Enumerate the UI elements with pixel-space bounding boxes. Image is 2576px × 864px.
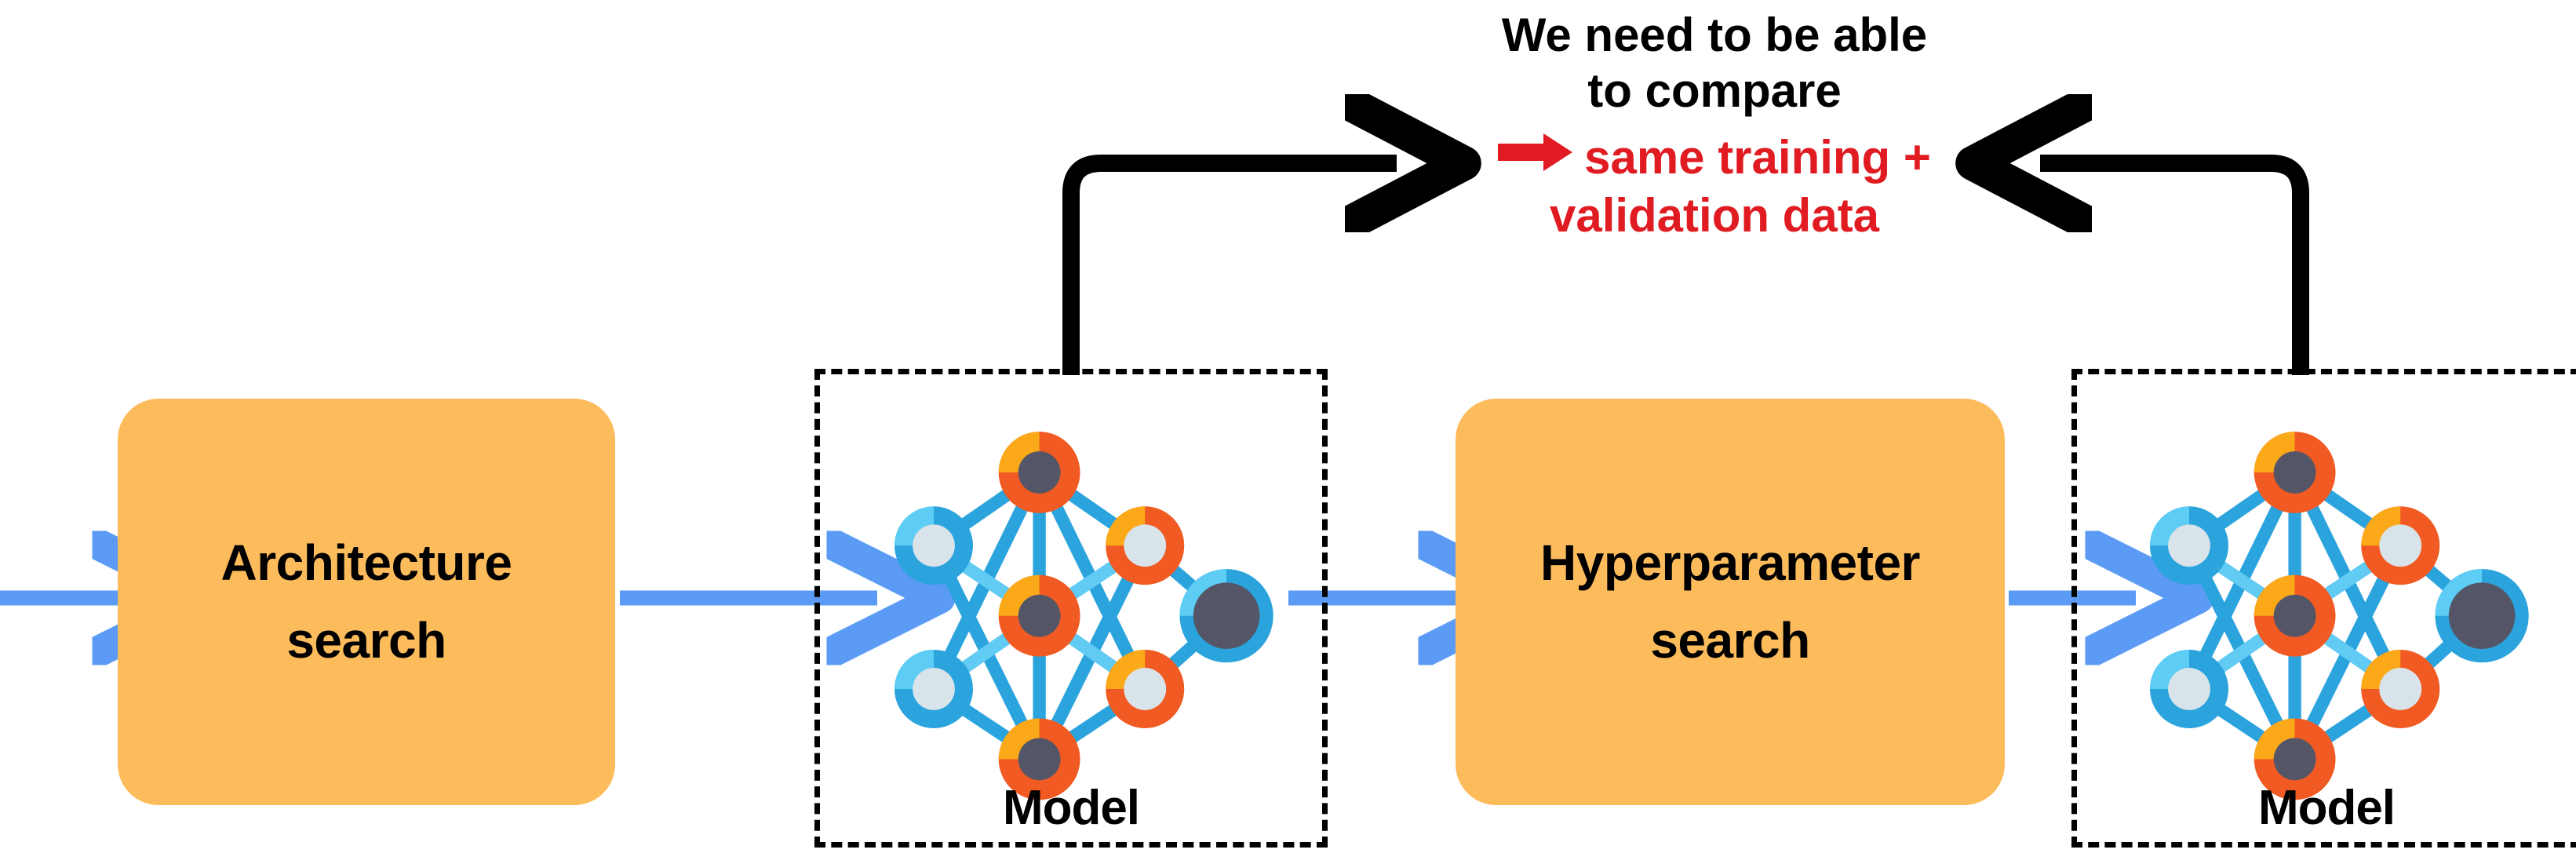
nn-node-hidden2-2 [1106,649,1185,728]
hyperparameter-search-label: Hyperparameter search [1540,534,1920,669]
nn-node-input-1 [2150,506,2228,585]
model-2-label: Model [2257,781,2396,835]
architecture-search-label: Architecture search [220,534,513,669]
compare-note-red-line-2: validation data [1549,189,1880,242]
nn-nodes-1 [894,432,1273,800]
nn-nodes-2 [2150,432,2529,800]
feedback-arrow-left [1062,163,1397,375]
nn-node-output [1179,569,1273,663]
nn-node-hidden-2 [2254,574,2336,657]
nn-node-input-1 [894,506,973,585]
nn-svg-2 [2150,432,2529,800]
stage-hyperparameter-search[interactable]: Hyperparameter search [1456,399,2005,805]
stage-architecture-search[interactable]: Architecture search [118,399,615,805]
compare-note-red-line-1: same training + [1584,130,1931,184]
nn-node-hidden2-1 [1106,506,1185,585]
nn-node-output [2435,569,2529,663]
nn-node-hidden2-2 [2361,649,2440,728]
nn-node-hidden-3 [2254,718,2336,800]
nn-node-hidden2-1 [2361,506,2440,585]
nn-node-hidden-3 [998,718,1080,800]
compare-note-red-line-1-row: same training + [1408,130,2020,189]
compare-note-red-block: same training + validation data [1408,130,2020,244]
neural-network-diagram-1 [851,414,1291,806]
compare-note: We need to be able to compare same train… [1408,8,2020,244]
stage-model-2[interactable]: Model [2071,369,2576,848]
nn-node-hidden-2 [998,574,1080,657]
nn-node-hidden-1 [998,432,1080,513]
right-arrow-icon [1498,129,1573,185]
nn-svg-1 [894,432,1273,800]
compare-note-line-1: We need to be able [1501,9,1928,61]
nn-node-hidden-1 [2254,432,2336,513]
compare-note-line-2: to compare [1587,64,1842,117]
stage-model-1[interactable]: Model [814,369,1328,848]
feedback-arrow-right [2040,163,2309,375]
neural-network-diagram-2 [2107,414,2546,806]
nn-node-input-2 [2150,649,2228,728]
nn-node-input-2 [894,649,973,728]
model-1-label: Model [1002,781,1140,835]
